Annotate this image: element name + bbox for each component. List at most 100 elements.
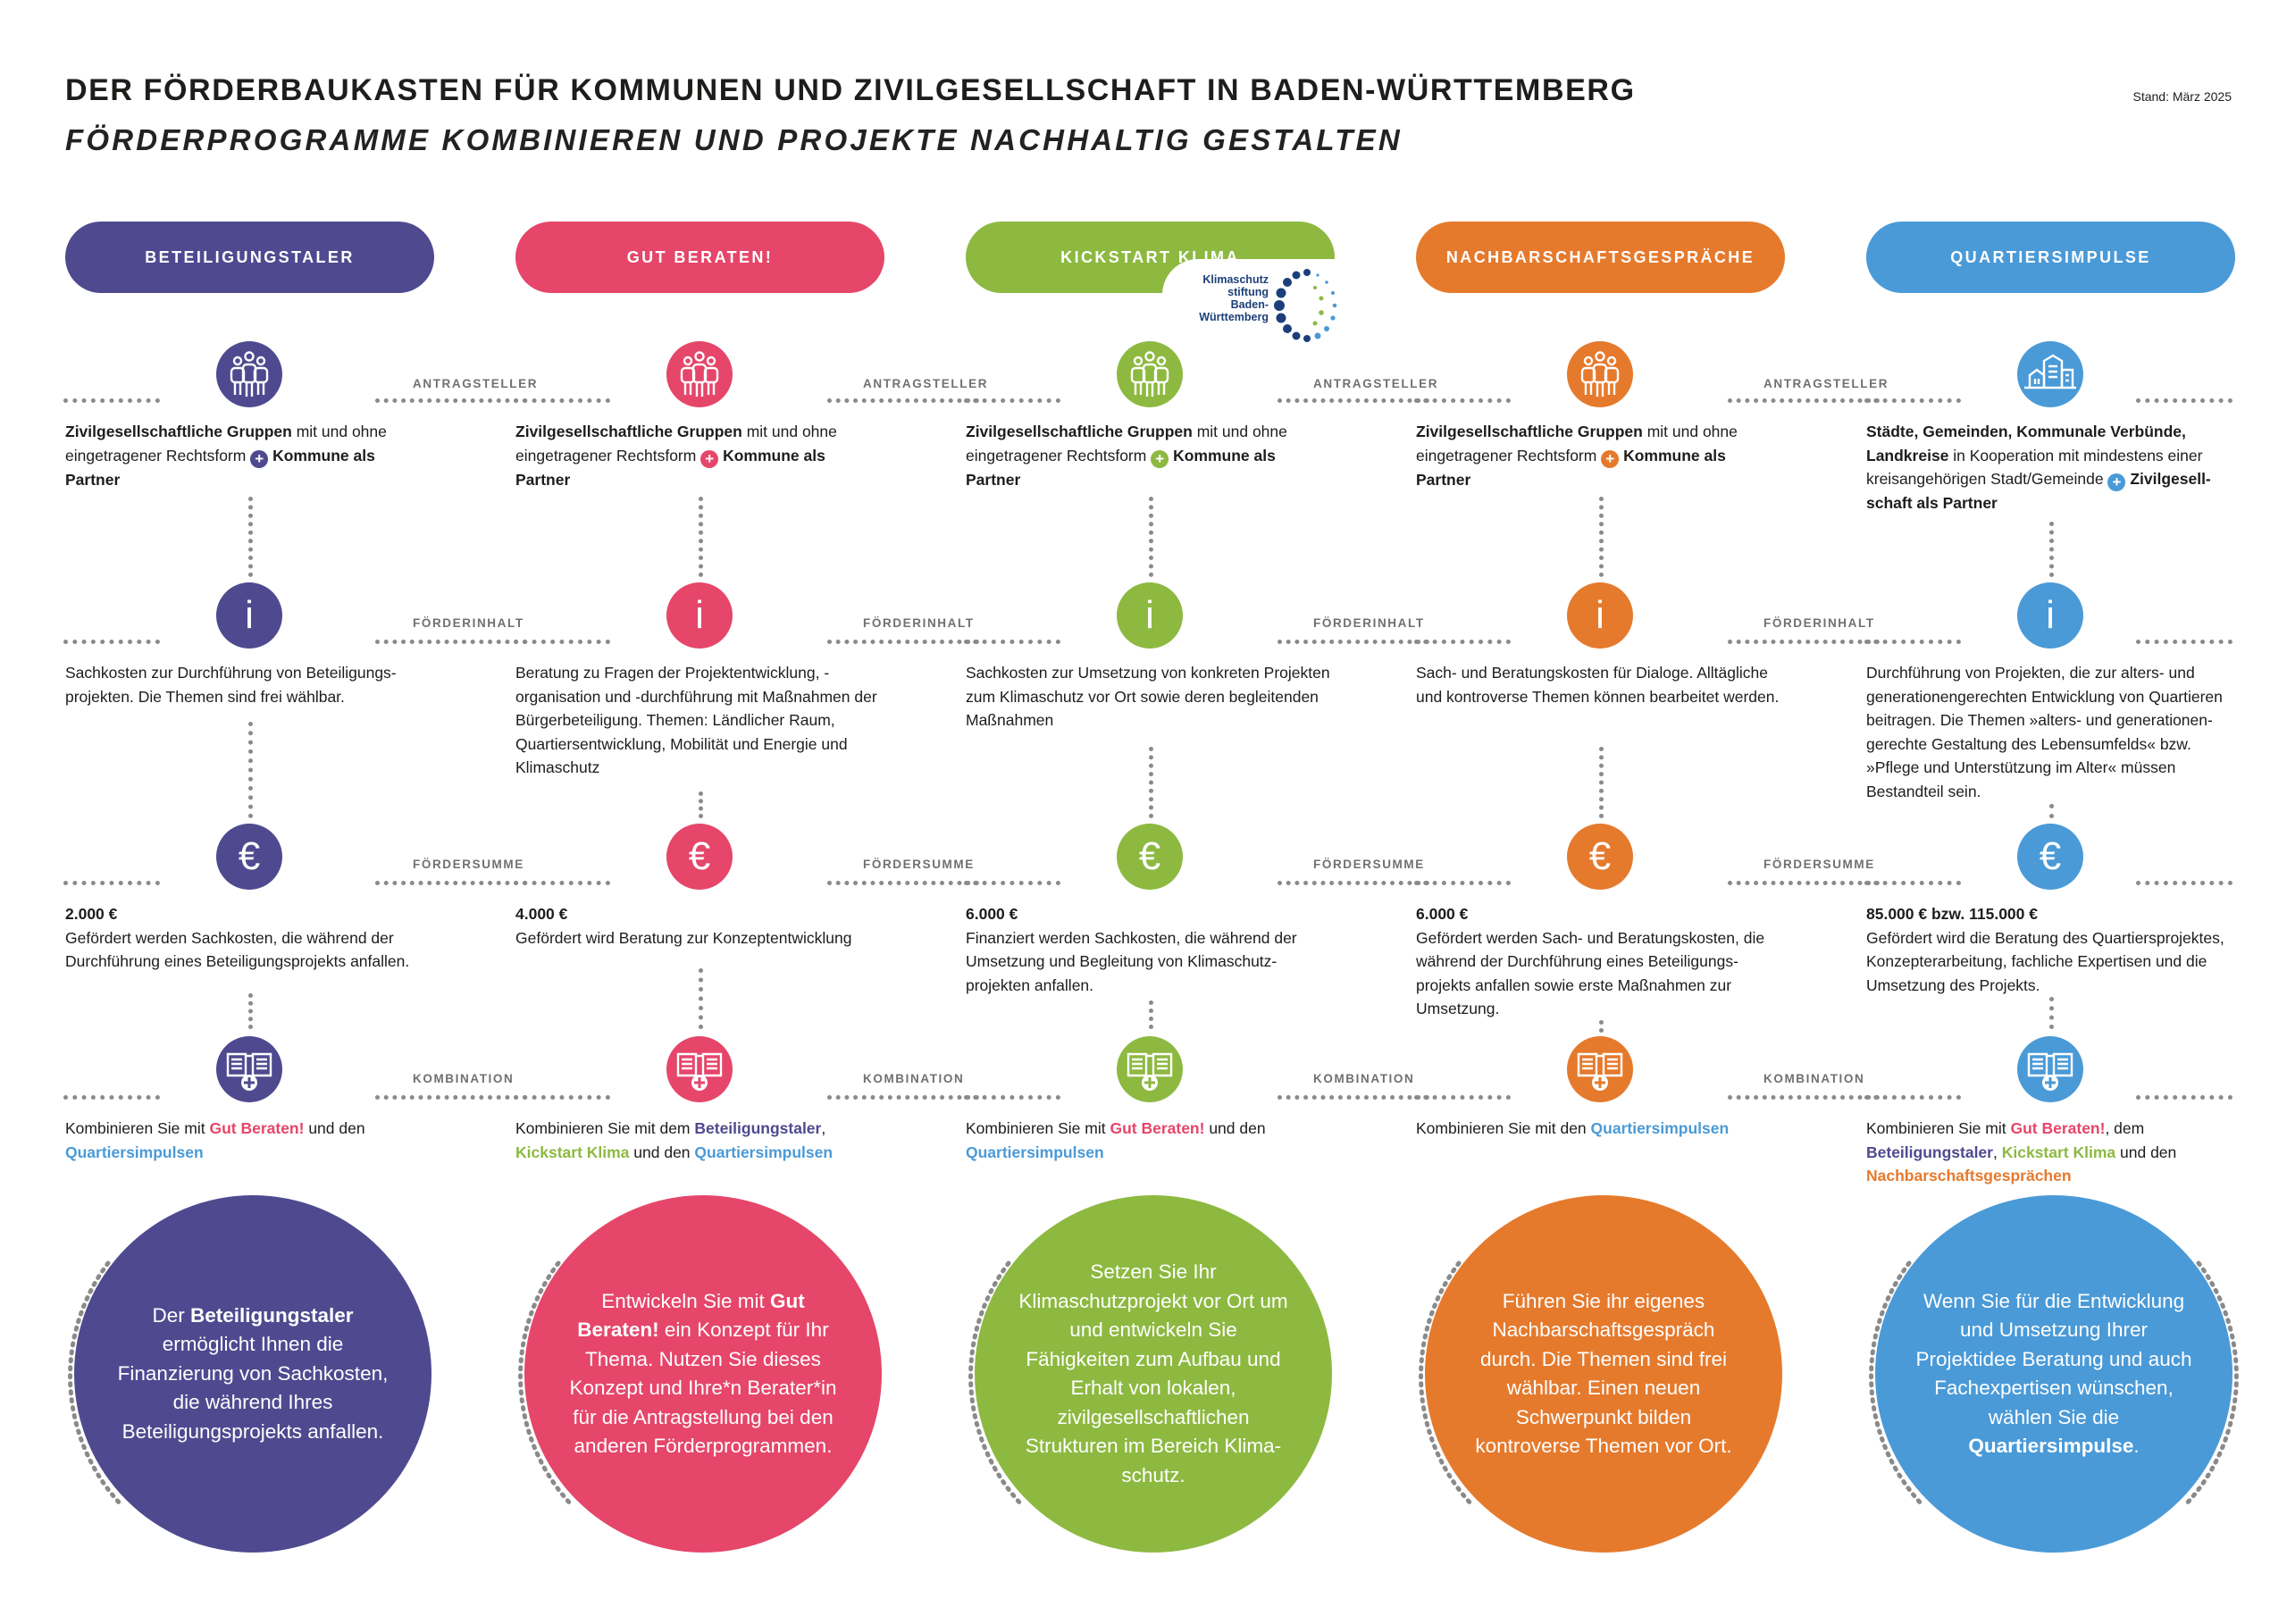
program-column-beteiligungstaler: BETEILIGUNGSTALER Zivilgesellschaftliche…: [63, 0, 440, 1624]
kombination-text: Kombinieren Sie mit Gut Beraten! und den…: [65, 1119, 365, 1161]
program-pill-quartiersimpulse[interactable]: QUARTIERSIMPULSE: [1866, 222, 2235, 293]
dotted-line: [1864, 640, 1961, 644]
dotted-line: [514, 398, 610, 403]
dotted-connector: [248, 722, 253, 818]
dotted-line: [514, 640, 610, 644]
section-label-antragsteller: ANTRAGSTELLER: [1763, 377, 1889, 390]
link-kickstart-klima[interactable]: Kickstart Klima: [2001, 1143, 2116, 1161]
section-label-foerderinhalt: FÖRDERINHALT: [413, 616, 524, 630]
dotted-line: [63, 640, 160, 644]
kombination-text: Kombinieren Sie mit dem Beteiligungstale…: [515, 1119, 834, 1161]
dotted-line: [63, 881, 160, 885]
info-icon: i: [666, 582, 733, 649]
documents-plus-icon: [666, 1036, 733, 1102]
dotted-connector: [1599, 497, 1604, 577]
dotted-line: [1728, 398, 1880, 403]
dotted-line: [2136, 881, 2233, 885]
documents-plus-icon: [1117, 1036, 1183, 1102]
link-kickstart-klima[interactable]: Kickstart Klima: [515, 1143, 630, 1161]
dotted-line: [2136, 640, 2233, 644]
dotted-line: [375, 1095, 527, 1100]
dotted-connector: [699, 791, 703, 818]
dotted-line: [827, 881, 979, 885]
link-beteiligungstaler[interactable]: Beteiligungstaler: [694, 1119, 822, 1137]
dotted-connector: [2049, 804, 2054, 818]
antragsteller-text: Zivilgesellschaftliche Gruppen mit und o…: [1416, 423, 1738, 489]
dotted-ring: [1869, 1260, 2239, 1509]
euro-icon: €: [666, 824, 733, 890]
link-beteiligungstaler[interactable]: Beteiligungstaler: [1866, 1143, 1993, 1161]
dotted-line: [964, 881, 1060, 885]
section-label-foerdersumme: FÖRDERSUMME: [1313, 858, 1425, 871]
foerderinhalt-text: Beratung zu Fragen der Projektentwicklun…: [515, 664, 877, 776]
program-column-nachbarschaftsgespraeche: NACHBARSCHAFTSGESPRÄCHE Zivilgesellschaf…: [1414, 0, 1791, 1624]
dotted-line: [1414, 640, 1511, 644]
program-pill-beteiligungstaler[interactable]: BETEILIGUNGSTALER: [65, 222, 434, 293]
foerdersumme-text: 4.000 €Gefördert wird Beratung zur Konze…: [515, 905, 852, 947]
foerderinhalt-text: Sachkosten zur Durchführung von Beteilig…: [65, 664, 397, 706]
foerdersumme-value: 6.000 €: [966, 905, 1018, 923]
summary-circle: Der Beteiligungstaler ermöglicht Ihnen d…: [74, 1195, 431, 1553]
program-pill-nachbarschaftsgespraeche[interactable]: NACHBARSCHAFTSGESPRÄCHE: [1416, 222, 1785, 293]
dotted-line: [1864, 398, 1961, 403]
page-subtitle: FÖRDERPROGRAMME KOMBINIEREN UND PROJEKTE…: [65, 123, 1403, 156]
dotted-line: [1728, 1095, 1880, 1100]
dotted-line: [2136, 1095, 2233, 1100]
dotted-line: [1864, 881, 1961, 885]
kombination-text: Kombinieren Sie mit Gut Beraten!, dem Be…: [1866, 1119, 2177, 1185]
foerdersumme-value: 85.000 € bzw. 115.000 €: [1866, 905, 2038, 923]
link-quartiersimpulse[interactable]: Quartiersimpulsen: [65, 1143, 204, 1161]
link-gut-beraten[interactable]: Gut Beraten!: [209, 1119, 305, 1137]
dotted-line: [375, 881, 527, 885]
foerdersumme-value: 4.000 €: [515, 905, 568, 923]
link-quartiersimpulse[interactable]: Quartiersimpulsen: [694, 1143, 834, 1161]
dotted-ring: [68, 1260, 125, 1509]
pill-cutout: [1162, 259, 1335, 295]
euro-icon: €: [216, 824, 282, 890]
link-gut-beraten[interactable]: Gut Beraten!: [1110, 1119, 1205, 1137]
link-quartiersimpulse[interactable]: Quartiersimpulsen: [966, 1143, 1104, 1161]
link-quartiersimpulse[interactable]: Quartiersimpulsen: [1590, 1119, 1730, 1137]
foerdersumme-text: 2.000 €Gefördert werden Sachkosten, die …: [65, 905, 410, 970]
dotted-connector: [1599, 747, 1604, 818]
summary-circle: Führen Sie ihr eigenes Nachbarschaftsges…: [1425, 1195, 1782, 1553]
section-label-antragsteller: ANTRAGSTELLER: [1313, 377, 1439, 390]
section-label-antragsteller: ANTRAGSTELLER: [413, 377, 539, 390]
dotted-line: [827, 1095, 979, 1100]
euro-icon: €: [1117, 824, 1183, 890]
antragsteller-text: Zivilgesellschaftliche Gruppen mit und o…: [515, 423, 837, 489]
program-column-gut-beraten: GUT BERATEN! Zivilgesellschaftliche Grup…: [514, 0, 891, 1624]
kombination-text: Kombinieren Sie mit den Quartiersimpulse…: [1416, 1119, 1730, 1137]
documents-plus-icon: [216, 1036, 282, 1102]
summary-circle: Setzen Sie Ihr Klimaschutzprojekt vor Or…: [975, 1195, 1332, 1553]
foerdersumme-text: 85.000 € bzw. 115.000 €Gefördert wird di…: [1866, 905, 2224, 994]
foerderinhalt-text: Durchführung von Projekten, die zur alte…: [1866, 664, 2223, 800]
foerdersumme-text: 6.000 €Finanziert werden Sachkosten, die…: [966, 905, 1297, 994]
link-gut-beraten[interactable]: Gut Beraten!: [2010, 1119, 2106, 1137]
dotted-line: [1278, 1095, 1429, 1100]
people-group-icon: [216, 341, 282, 407]
dotted-connector: [248, 993, 253, 1029]
dotted-connector: [699, 968, 703, 1029]
section-label-foerderinhalt: FÖRDERINHALT: [1313, 616, 1425, 630]
dotted-connector: [1149, 497, 1153, 577]
foerderinhalt-text: Sachkosten zur Umsetzung von konkreten P…: [966, 664, 1330, 729]
foerdersumme-text: 6.000 €Gefördert werden Sach- und Beratu…: [1416, 905, 1765, 1017]
dotted-line: [63, 1095, 160, 1100]
link-nachbarschaftsgespraeche[interactable]: Nachbarschaftsgesprächen: [1866, 1167, 2072, 1185]
section-label-kombination: KOMBINATION: [1313, 1072, 1415, 1085]
dotted-line: [1278, 398, 1429, 403]
documents-plus-icon: [2017, 1036, 2083, 1102]
dotted-line: [375, 398, 527, 403]
documents-plus-icon: [1567, 1036, 1633, 1102]
section-label-kombination: KOMBINATION: [413, 1072, 515, 1085]
section-label-foerderinhalt: FÖRDERINHALT: [1763, 616, 1875, 630]
dotted-line: [2136, 398, 2233, 403]
foerdersumme-value: 6.000 €: [1416, 905, 1469, 923]
info-icon: i: [1567, 582, 1633, 649]
people-group-icon: [1567, 341, 1633, 407]
foerderinhalt-text: Sach- und Beratungskosten für Dialoge. A…: [1416, 664, 1780, 706]
program-pill-gut-beraten[interactable]: GUT BERATEN!: [515, 222, 884, 293]
stand-date: Stand: März 2025: [2132, 89, 2232, 104]
dotted-line: [514, 1095, 610, 1100]
